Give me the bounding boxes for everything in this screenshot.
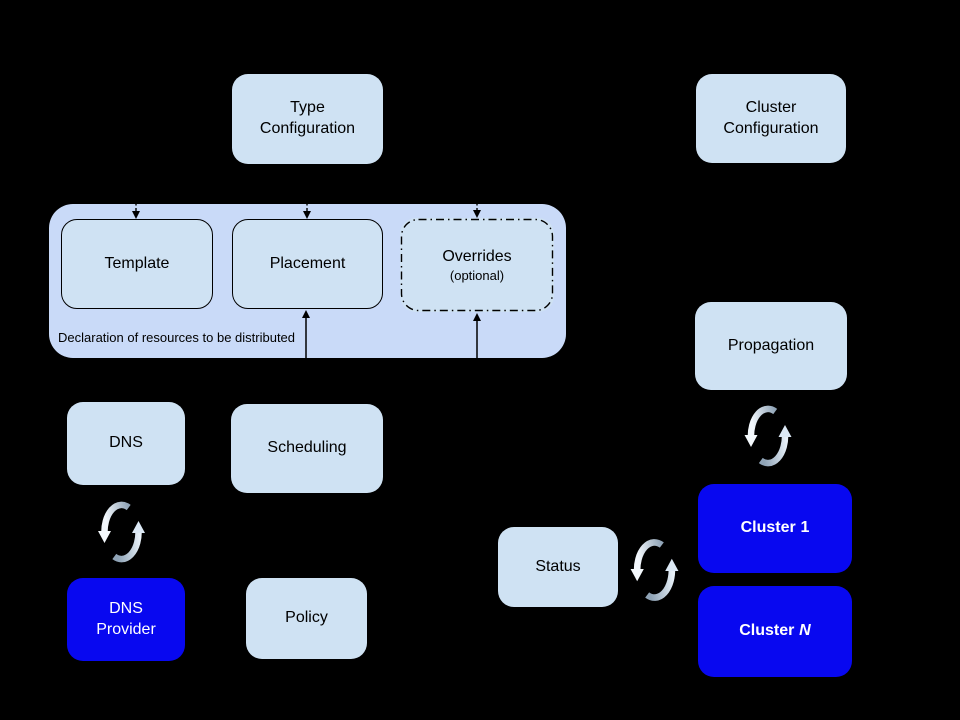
- node-policy: Policy: [246, 578, 367, 659]
- node-status: Status: [498, 527, 618, 607]
- node-label: Policy: [285, 609, 328, 627]
- node-label: Scheduling: [267, 439, 347, 457]
- sync-icon-status-cluster: [631, 542, 679, 597]
- node-propagation: Propagation: [695, 302, 847, 390]
- node-scheduling: Scheduling: [231, 404, 383, 493]
- group-caption: Declaration of resources to be distribut…: [58, 330, 296, 345]
- sync-icon-dns-provider: [98, 505, 145, 559]
- node-overrides: Overrides (optional): [400, 218, 554, 312]
- node-type-configuration: Type Configuration: [232, 74, 383, 164]
- node-placement: Placement: [232, 219, 383, 309]
- node-label: Propagation: [727, 336, 815, 354]
- node-label: Placement: [269, 254, 346, 272]
- node-dns: DNS: [67, 402, 185, 485]
- sync-icon-propagation-clusters: [745, 409, 792, 463]
- node-label: DNS: [109, 434, 143, 452]
- node-label: DNS Provider: [96, 599, 156, 638]
- node-cluster-configuration: Cluster Configuration: [696, 74, 846, 163]
- node-sublabel: (optional): [449, 267, 505, 283]
- node-template: Template: [61, 219, 213, 309]
- node-dns-provider: DNS Provider: [67, 578, 185, 661]
- node-label: Cluster Configuration: [723, 98, 819, 137]
- node-label: Status: [535, 557, 581, 575]
- node-label: Overrides: [442, 247, 512, 265]
- node-label: Type Configuration: [259, 99, 356, 137]
- node-label: Template: [104, 254, 170, 272]
